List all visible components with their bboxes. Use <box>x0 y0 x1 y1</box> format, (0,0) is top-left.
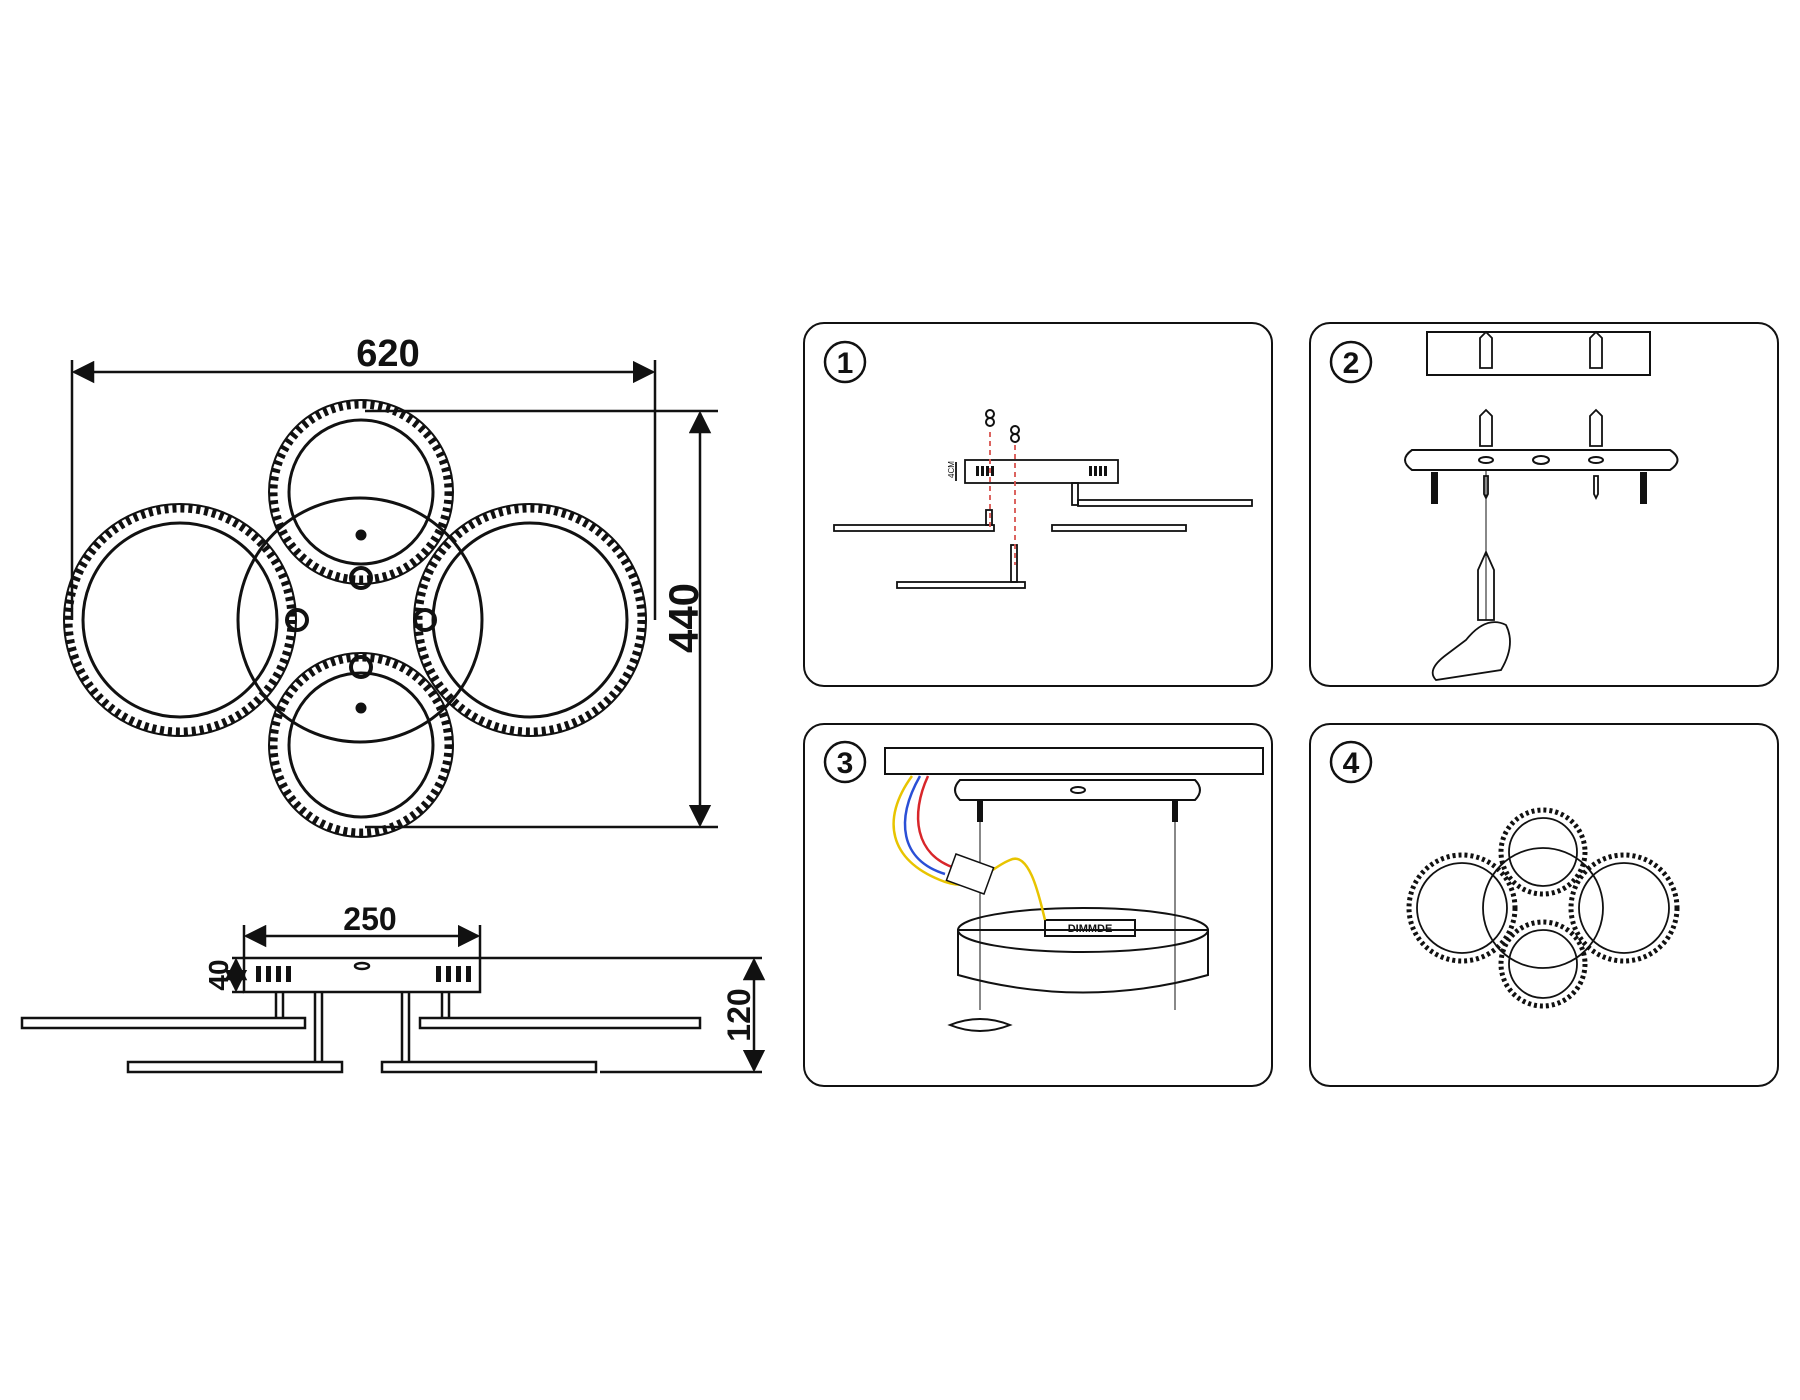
ring-top <box>268 399 454 585</box>
dim-total-height <box>480 956 766 1074</box>
step-3-number: 3 <box>837 747 854 780</box>
step-panel-4: 4 <box>1309 723 1779 1087</box>
width-label: 620 <box>356 333 419 375</box>
dim-base-width <box>242 924 482 958</box>
driver-label: DIMMDE <box>1068 923 1113 935</box>
base-height-label: 40 <box>203 959 234 990</box>
top-view-drawing <box>63 399 647 838</box>
ring-bottom <box>268 652 454 838</box>
dim-width-top <box>70 360 657 620</box>
height-label: 440 <box>660 583 707 653</box>
side-view-drawing <box>20 956 702 1074</box>
ring-right <box>413 503 647 737</box>
center-disc <box>236 496 484 744</box>
step-panel-3: 3 DIMMDE <box>803 723 1273 1087</box>
label-4cm: 4CM <box>947 461 956 478</box>
total-height-label: 120 <box>721 988 757 1041</box>
step-panel-1: 1 4CM <box>803 322 1273 687</box>
step-panel-2: 2 <box>1309 322 1779 687</box>
dim-height-top <box>365 409 718 829</box>
base-width-label: 250 <box>343 901 396 937</box>
step-1-number: 1 <box>837 347 854 380</box>
step-2-number: 2 <box>1343 347 1360 380</box>
step-4-number: 4 <box>1343 747 1360 780</box>
ring-left <box>63 503 297 737</box>
dim-base-height <box>224 956 248 994</box>
